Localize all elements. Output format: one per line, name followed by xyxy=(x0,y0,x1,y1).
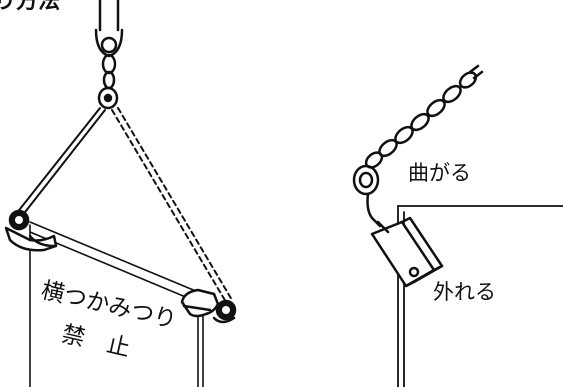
label-detach: 外れる xyxy=(433,280,496,304)
warning-text: 横つかみつり 禁 止 xyxy=(39,278,179,363)
warning-line2: 禁 止 xyxy=(59,321,132,362)
left-sling xyxy=(15,107,106,217)
crane-hook-icon xyxy=(94,0,124,58)
left-clamp-icon xyxy=(4,209,58,252)
right-figure xyxy=(352,64,563,387)
upper-chain-icon xyxy=(97,53,119,110)
label-bend: 曲がる xyxy=(408,161,471,185)
left-figure xyxy=(4,0,237,387)
right-clamp-icon xyxy=(180,288,237,324)
diagonal-chain-icon xyxy=(364,64,484,169)
bent-hook xyxy=(366,192,382,228)
clamp-icon xyxy=(370,216,444,288)
shackle-icon xyxy=(352,164,380,196)
header-text: り方法 xyxy=(0,0,60,14)
right-chain xyxy=(111,107,233,303)
